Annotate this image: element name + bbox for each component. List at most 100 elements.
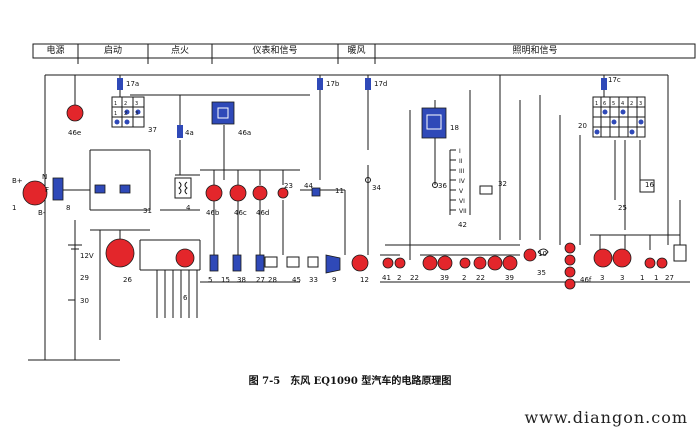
label-33: 33 [309, 276, 318, 284]
label-f: F [45, 186, 49, 194]
fuse-17b [317, 78, 323, 90]
label-45: 45 [292, 276, 301, 284]
label-6: 6 [183, 294, 188, 302]
label-9: 9 [332, 276, 336, 284]
relay-18-box [421, 107, 447, 139]
label-31: 31 [143, 207, 152, 215]
header-bar [32, 43, 696, 64]
svg-text:I: I [459, 148, 461, 155]
switch-grid-37 [111, 96, 145, 128]
switch-grid-20 [592, 96, 646, 138]
label-41: 41 [382, 274, 391, 282]
comp-44 [311, 187, 321, 197]
label-4a: 4a [185, 129, 194, 137]
component-labels: 17a 17b 17d 17c 4a 37 18 20 46e 46a 46b … [12, 76, 674, 305]
label-25: 25 [618, 204, 627, 212]
gauge-46b [205, 184, 223, 202]
label-34: 34 [372, 184, 381, 192]
fuse-17a [117, 78, 123, 90]
header-heater: 暖风 [347, 46, 366, 56]
label-11: 11 [335, 187, 344, 195]
label-46e: 46e [68, 129, 81, 137]
svg-text:IV: IV [459, 178, 466, 185]
label-22b: 22 [476, 274, 485, 282]
comp-38 [255, 254, 265, 272]
svg-text:4: 4 [621, 101, 624, 107]
svg-text:6: 6 [603, 101, 606, 107]
label-23: 23 [284, 182, 293, 190]
svg-text:1: 1 [114, 111, 117, 117]
label-20: 20 [578, 122, 587, 130]
lamp-23 [277, 187, 289, 199]
svg-text:3: 3 [135, 111, 138, 117]
fuse-17d [365, 78, 371, 90]
label-28: 28 [268, 276, 277, 284]
watermark: www.diangon.com [524, 408, 688, 427]
lamp-3a [593, 248, 613, 268]
label-46c: 46c [234, 209, 247, 217]
label-18: 18 [450, 124, 459, 132]
label-27a: 27 [256, 276, 265, 284]
generator-1 [22, 180, 48, 206]
label-17c: 17c [608, 76, 621, 84]
relay-31a [94, 184, 106, 194]
spark-plug-leads [156, 270, 198, 318]
switch-42-positions: I II III IV V VI VII [459, 148, 467, 215]
label-30: 30 [80, 297, 89, 305]
label-32: 32 [498, 180, 507, 188]
svg-text:2: 2 [630, 101, 633, 107]
label-10: 10 [538, 250, 547, 258]
label-17d: 17d [374, 80, 387, 88]
label-27b: 27 [665, 274, 674, 282]
label-15: 15 [221, 276, 230, 284]
lamp-41 [382, 257, 394, 269]
lamp-10 [523, 248, 537, 262]
comp-5 [209, 254, 219, 272]
bus-wires [33, 74, 690, 361]
header-ignition: 点火 [170, 46, 189, 56]
gauge-46a-box [211, 101, 235, 125]
header-instruments: 仪表和信号 [252, 46, 298, 56]
lamp-46f-1 [564, 242, 576, 254]
red-components [22, 104, 668, 290]
lamp-2a [394, 257, 406, 269]
label-35: 35 [537, 269, 546, 277]
label-8: 8 [66, 204, 70, 212]
lamp-1a [644, 257, 656, 269]
label-29: 29 [80, 274, 89, 282]
lamp-12 [351, 254, 369, 272]
lamp-39a [437, 255, 453, 271]
label-2b: 2 [462, 274, 466, 282]
relay-31b [119, 184, 131, 194]
svg-text:III: III [459, 168, 465, 175]
svg-text:V: V [459, 188, 464, 195]
label-2a: 2 [397, 274, 401, 282]
lamp-46f-4 [564, 278, 576, 290]
regulator-8-box [52, 177, 64, 201]
svg-text:3: 3 [639, 101, 642, 107]
lamp-1b [656, 257, 668, 269]
label-37: 37 [148, 126, 157, 134]
svg-text:3: 3 [135, 101, 138, 107]
label-4: 4 [186, 204, 191, 212]
fuse-4a [177, 125, 183, 138]
header-power: 电源 [46, 46, 65, 56]
label-12: 12 [360, 276, 369, 284]
label-3a: 3 [600, 274, 604, 282]
label-5: 5 [208, 276, 212, 284]
gauge-46c [229, 184, 247, 202]
lamp-22a [422, 255, 438, 271]
label-17a: 17a [126, 80, 139, 88]
gauge-46d [252, 185, 268, 201]
lamp-46f-2 [564, 254, 576, 266]
label-bminus: B- [38, 209, 46, 217]
header-start: 启动 [103, 46, 122, 56]
misc-symbols [28, 149, 687, 361]
svg-text:II: II [459, 158, 463, 165]
coil-dist [175, 248, 195, 268]
label-n: N [42, 173, 47, 181]
label-39b: 39 [505, 274, 514, 282]
label-42: 42 [458, 221, 467, 229]
label-1a: 1 [640, 274, 644, 282]
